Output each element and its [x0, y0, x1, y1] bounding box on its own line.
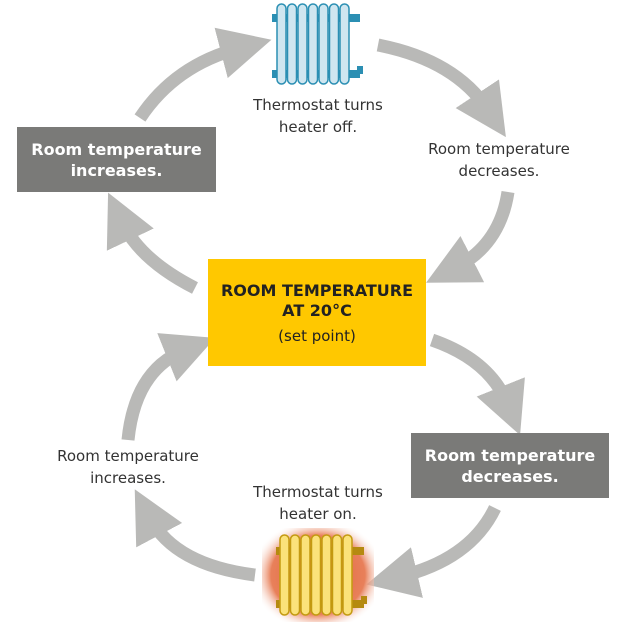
heater-on-icon: [262, 528, 374, 622]
arrow-5: [429, 333, 525, 436]
heater-off-label: Thermostat turns heater off.: [218, 94, 418, 138]
set-point-value: AT 20°C: [282, 300, 352, 320]
box-line: decreases.: [461, 466, 559, 486]
label-line: Room temperature: [428, 140, 570, 158]
temperature-decreases-box: Room temperature decreases.: [411, 433, 609, 498]
arrow-2: [376, 38, 506, 138]
temperature-increases-box: Room temperature increases.: [17, 127, 216, 192]
heater-off-icon: [272, 3, 363, 85]
arrow-7: [134, 489, 256, 582]
box-line: Room temperature: [31, 139, 202, 159]
heater-on-label: Thermostat turns heater on.: [218, 481, 418, 525]
arrow-4: [106, 192, 198, 294]
arrow-6: [366, 505, 501, 598]
label-line: decreases.: [458, 162, 540, 180]
set-point-title: ROOM TEMPERATURE: [220, 280, 414, 300]
label-line: heater on.: [279, 505, 357, 523]
set-point-box: ROOM TEMPERATURE AT 20°C (set point): [208, 259, 426, 366]
box-line: Room temperature: [424, 445, 596, 465]
temperature-decreases-label: Room temperature decreases.: [399, 138, 599, 182]
set-point-subtitle: (set point): [278, 326, 356, 345]
box-line: increases.: [70, 160, 163, 180]
label-line: Room temperature: [57, 447, 199, 465]
label-line: increases.: [90, 469, 166, 487]
temperature-increases-label: Room temperature increases.: [28, 445, 228, 489]
label-line: heater off.: [278, 118, 358, 136]
label-line: Thermostat turns: [253, 483, 383, 501]
label-line: Thermostat turns: [253, 96, 383, 114]
arrow-8: [121, 333, 216, 441]
arrow-3: [426, 190, 515, 283]
arrow-1: [134, 27, 272, 122]
